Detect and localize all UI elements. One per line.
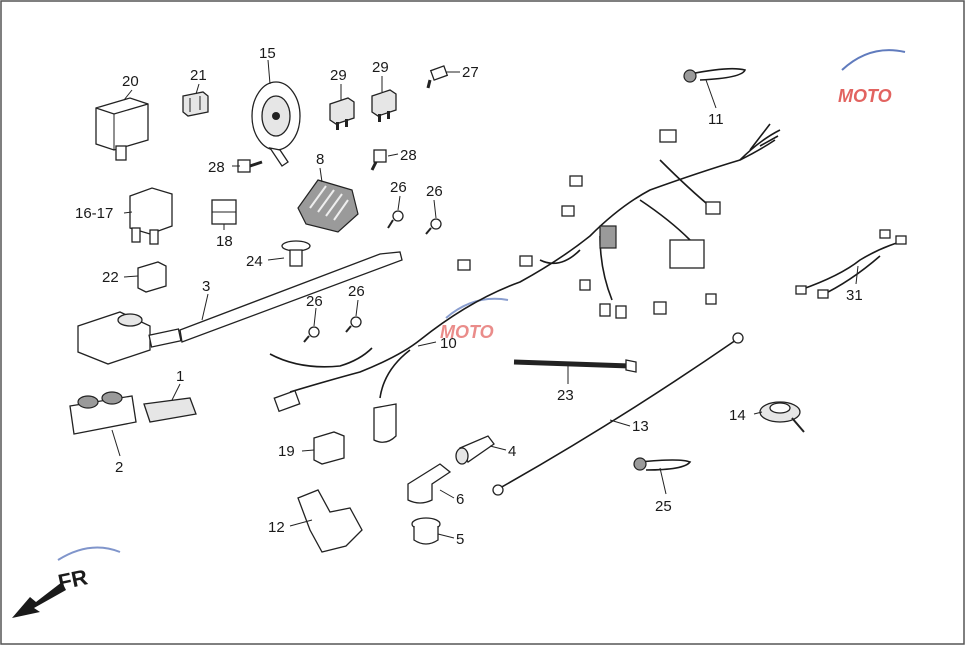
callout-6: 6 (456, 491, 464, 508)
part-26-screw-b (425, 218, 442, 235)
part-8-regulator (297, 179, 359, 233)
part-5-cap (411, 517, 441, 545)
part-20-relay (95, 97, 149, 161)
part-24-rivet (281, 240, 311, 267)
part-28-bolt-b (370, 149, 387, 171)
part-23-cable-tie (513, 359, 637, 373)
callout-26-d: 26 (348, 283, 365, 300)
callout-27: 27 (462, 64, 479, 81)
callout-28-a: 28 (208, 159, 225, 176)
part-10-wiring-harness (269, 123, 781, 443)
part-14-sensor (759, 401, 805, 433)
part-3-ignition-coil (77, 251, 403, 365)
part-27-bolt (426, 65, 449, 89)
part-11-cable-strap (683, 67, 747, 83)
part-12-cover (297, 489, 363, 553)
part-26-screw-c (303, 326, 320, 343)
callout-25: 25 (655, 498, 672, 515)
part-15-horn (251, 81, 301, 167)
callout-19: 19 (278, 443, 295, 460)
callout-4: 4 (508, 443, 516, 460)
callout-29-a: 29 (330, 67, 347, 84)
callout-26-b: 26 (426, 183, 443, 200)
part-16-17-relay (129, 187, 173, 245)
part-26-screw-a (387, 210, 404, 229)
front-label: FR (56, 564, 90, 595)
callout-26-c: 26 (306, 293, 323, 310)
callout-13: 13 (632, 418, 649, 435)
callout-29-b: 29 (372, 59, 389, 76)
part-31-sub-harness (795, 229, 907, 299)
part-28-bolt-a (237, 159, 263, 173)
part-29-fuse-b (371, 89, 397, 122)
watermark-text: MOTO (440, 322, 494, 342)
callout-21: 21 (190, 67, 207, 84)
callout-3: 3 (202, 278, 210, 295)
callout-23: 23 (557, 387, 574, 404)
callout-24: 24 (246, 253, 263, 270)
callout-12: 12 (268, 519, 285, 536)
callout-20: 20 (122, 73, 139, 90)
front-direction-marker: FR (12, 546, 121, 618)
callout-2: 2 (115, 459, 123, 476)
part-13-ground-cable (492, 332, 744, 496)
callout-1: 1 (176, 368, 184, 385)
callout-22: 22 (102, 269, 119, 286)
part-6-spark-plug-cap (407, 463, 452, 504)
part-18-clip (211, 199, 237, 225)
callout-16-17: 16-17 (75, 205, 113, 222)
callout-18: 18 (216, 233, 233, 250)
callout-15: 15 (259, 45, 276, 62)
part-1-lens (143, 397, 197, 423)
callout-10: 10 (440, 335, 457, 352)
part-29-fuse-a (329, 97, 355, 130)
callout-8: 8 (316, 151, 324, 168)
callout-26-a: 26 (390, 179, 407, 196)
callout-11: 11 (708, 111, 724, 128)
part-2-switch (69, 391, 137, 435)
part-22-connector (137, 261, 167, 293)
part-26-screw-d (345, 316, 362, 333)
watermark-logo-top: MOTO (838, 49, 906, 106)
callout-14: 14 (729, 407, 746, 424)
leader-lines (111, 59, 859, 539)
callout-5: 5 (456, 531, 464, 548)
callout-28-b: 28 (400, 147, 417, 164)
callout-31: 31 (846, 287, 863, 304)
watermark-text: MOTO (838, 86, 892, 106)
front-arrow-icon (12, 582, 66, 618)
part-19-connector (313, 431, 345, 465)
part-21-clip (182, 91, 209, 117)
part-4-boot (455, 435, 495, 465)
part-25-cable-strap (633, 457, 692, 471)
